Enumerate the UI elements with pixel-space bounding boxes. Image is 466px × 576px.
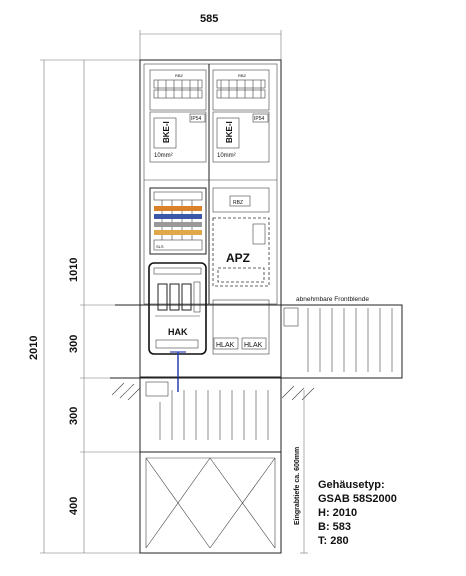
- meter-top-right: RBZ: [212, 69, 270, 111]
- ground-level: [110, 377, 320, 401]
- fuse-block-left: SLS: [149, 187, 207, 255]
- bke-module-right: BKE-I IP54 10mm²: [212, 111, 270, 163]
- lower-section: [140, 381, 281, 549]
- housing-b: B: 583: [318, 521, 351, 533]
- housing-info: Gehäusetyp: GSAB 58S2000 H: 2010 B: 583 …: [318, 479, 397, 547]
- apz-small-seal: RBZ: [233, 200, 243, 206]
- segment-300a-label: 300: [68, 335, 80, 353]
- meter-top-left: RBZ: [149, 69, 207, 111]
- bke-module-left: BKE-I IP54 10mm²: [149, 111, 207, 163]
- apz-label: APZ: [226, 251, 250, 265]
- sls-label: SLS: [156, 244, 164, 249]
- hak-label: HAK: [168, 327, 188, 337]
- front-panel: abnehmbare Frontblende: [115, 296, 403, 379]
- housing-type: GSAB 58S2000: [318, 493, 397, 505]
- apz-module: RBZ APZ: [212, 187, 270, 287]
- seal-tag-tl: RBZ: [175, 73, 184, 78]
- hlak-terminals: HLAK HLAK: [212, 299, 270, 355]
- housing-t: T: 280: [318, 535, 349, 547]
- frontblende-label: abnehmbare Frontblende: [296, 296, 369, 303]
- total-height-label: 2010: [28, 336, 40, 360]
- bke-label-left: BKE-I: [162, 121, 171, 143]
- seal-tag-tr: RBZ: [238, 73, 247, 78]
- housing-h: H: 2010: [318, 507, 357, 519]
- ip54-label-right: IP54: [254, 116, 265, 122]
- hlak-label-1: HLAK: [216, 342, 235, 349]
- housing-title: Gehäusetyp:: [318, 479, 385, 491]
- burial-depth: Eingrabtiefe ca. 600mm: [294, 390, 308, 554]
- segment-400-label: 400: [68, 497, 80, 515]
- segment-300b-label: 300: [68, 407, 80, 425]
- height-dimensions: 2010 1010 300 300 400: [28, 59, 140, 554]
- width-dimension: 585: [139, 13, 282, 60]
- cross-section-right: 10mm²: [217, 153, 236, 159]
- width-label: 585: [200, 13, 218, 25]
- cross-section-left: 10mm²: [154, 153, 173, 159]
- segment-1010-label: 1010: [68, 258, 80, 282]
- hak-box: HAK: [148, 262, 207, 355]
- bke-label-right: BKE-I: [225, 121, 234, 143]
- hlak-label-2: HLAK: [244, 342, 263, 349]
- ip54-label-left: IP54: [191, 116, 202, 122]
- eingrabtiefe-label: Eingrabtiefe ca. 600mm: [294, 447, 301, 525]
